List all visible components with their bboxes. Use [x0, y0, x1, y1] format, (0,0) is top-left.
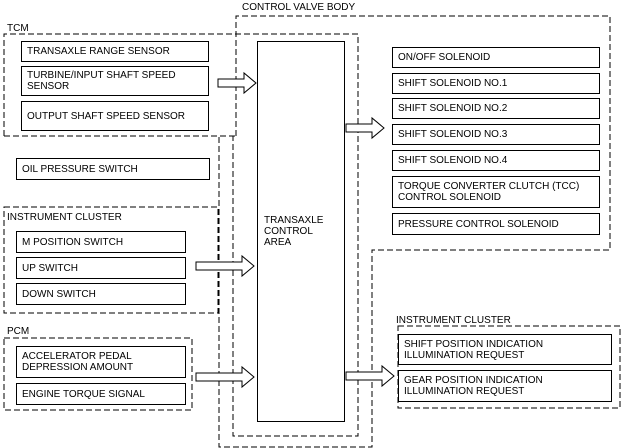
output-shaft-speed-sensor-label: OUTPUT SHAFT SPEED SENSOR: [27, 110, 185, 122]
tcc-control-solenoid-box: TORQUE CONVERTER CLUTCH (TCC) CONTROL SO…: [392, 176, 600, 208]
arrow-tcm-to-control: [217, 71, 257, 95]
shift-solenoid-2-box: SHIFT SOLENOID NO.2: [392, 98, 600, 119]
arrow-cluster-to-control: [195, 254, 255, 278]
instrument-cluster-input-label: INSTRUMENT CLUSTER: [7, 212, 122, 223]
control-valve-body-boundary: [218, 15, 611, 448]
transaxle-range-sensor-box: TRANSAXLE RANGE SENSOR: [21, 41, 209, 62]
accelerator-pedal-depression-amount-label: ACCELERATOR PEDAL: [22, 351, 132, 362]
pressure-control-solenoid-box: PRESSURE CONTROL SOLENOID: [392, 213, 600, 235]
transaxle-control-area-box: TRANSAXLE CONTROL AREA: [257, 41, 345, 422]
gear-position-indication-box: GEAR POSITION INDICATION ILLUMINATION RE…: [398, 370, 612, 402]
transaxle-control-area-label: TRANSAXLE: [264, 215, 324, 226]
m-position-switch-box: M POSITION SWITCH: [16, 231, 186, 253]
shift-position-indication-box: SHIFT POSITION INDICATION ILLUMINATION R…: [398, 334, 612, 365]
tcm-boundary: [3, 33, 359, 437]
on-off-solenoid-label: ON/OFF SOLENOID: [398, 52, 491, 63]
shift-solenoid-4-label: SHIFT SOLENOID NO.4: [398, 155, 508, 166]
instrument-cluster-output-label: INSTRUMENT CLUSTER: [396, 315, 511, 326]
arrow-pcm-to-control: [195, 365, 255, 389]
turbine-input-shaft-speed-sensor-box: TURBINE/INPUT SHAFT SPEED SENSOR: [21, 66, 209, 96]
engine-torque-signal-label: ENGINE TORQUE SIGNAL: [22, 388, 145, 400]
engine-torque-signal-box: ENGINE TORQUE SIGNAL: [16, 383, 186, 405]
tcc-control-solenoid-label: TORQUE CONVERTER CLUTCH (TCC): [398, 181, 580, 192]
turbine-input-shaft-speed-sensor-label: TURBINE/INPUT SHAFT SPEED: [27, 70, 176, 81]
output-shaft-speed-sensor-box: OUTPUT SHAFT SPEED SENSOR: [21, 101, 209, 131]
shift-solenoid-1-box: SHIFT SOLENOID NO.1: [392, 73, 600, 94]
pcm-boundary: [3, 337, 193, 411]
down-switch-label: DOWN SWITCH: [22, 288, 96, 300]
instrument-cluster-output-boundary: [397, 325, 621, 409]
tcm-label: TCM: [7, 23, 29, 34]
control-valve-body-label: CONTROL VALVE BODY: [242, 2, 356, 13]
instrument-cluster-input-boundary: [3, 206, 219, 314]
accelerator-pedal-depression-amount-box: ACCELERATOR PEDAL DEPRESSION AMOUNT: [16, 346, 186, 378]
transaxle-range-sensor-label: TRANSAXLE RANGE SENSOR: [27, 46, 170, 57]
gear-position-indication-label: GEAR POSITION INDICATION: [404, 375, 543, 386]
on-off-solenoid-box: ON/OFF SOLENOID: [392, 47, 600, 68]
pressure-control-solenoid-label: PRESSURE CONTROL SOLENOID: [398, 218, 559, 230]
up-switch-label: UP SWITCH: [22, 262, 78, 274]
shift-solenoid-2-label: SHIFT SOLENOID NO.2: [398, 103, 508, 114]
shift-solenoid-1-label: SHIFT SOLENOID NO.1: [398, 78, 508, 89]
shift-solenoid-3-box: SHIFT SOLENOID NO.3: [392, 124, 600, 145]
arrow-control-to-solenoids: [345, 116, 385, 140]
arrow-control-to-cluster-output: [345, 364, 395, 388]
shift-solenoid-3-label: SHIFT SOLENOID NO.3: [398, 129, 508, 140]
down-switch-box: DOWN SWITCH: [16, 283, 186, 305]
up-switch-box: UP SWITCH: [16, 257, 186, 279]
shift-position-indication-label: SHIFT POSITION INDICATION: [404, 338, 544, 350]
shift-solenoid-4-box: SHIFT SOLENOID NO.4: [392, 150, 600, 171]
oil-pressure-switch-box: OIL PRESSURE SWITCH: [16, 158, 210, 180]
m-position-switch-label: M POSITION SWITCH: [22, 236, 124, 248]
pcm-label: PCM: [7, 326, 30, 337]
oil-pressure-switch-label: OIL PRESSURE SWITCH: [22, 163, 138, 175]
